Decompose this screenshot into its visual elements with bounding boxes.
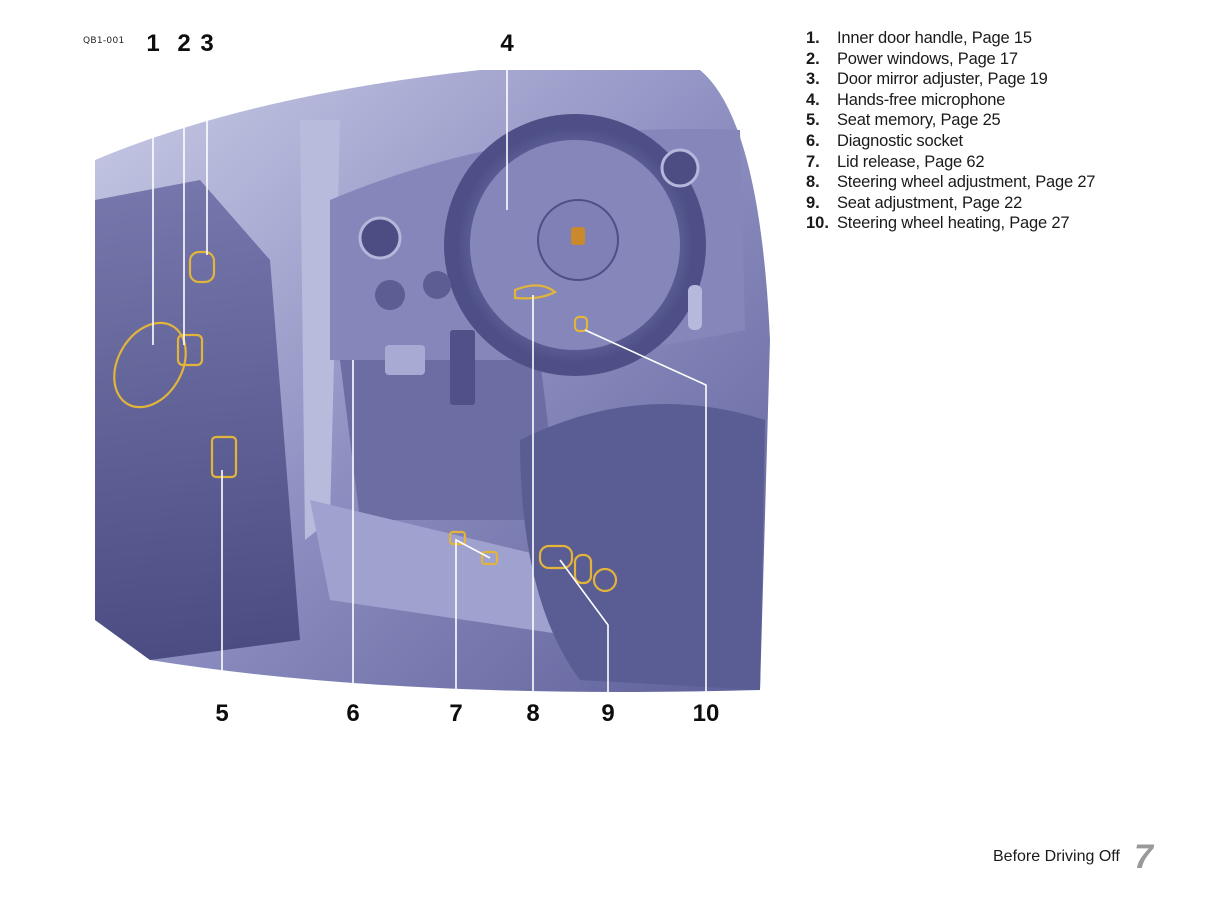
gear-lever <box>688 285 702 330</box>
callout-2: 2 <box>177 30 191 57</box>
legend-number: 1. <box>806 29 820 47</box>
callout-6: 6 <box>346 700 360 727</box>
legend-text: Diagnostic socket <box>837 131 963 150</box>
legend-item: 10. Steering wheel heating, Page 27 <box>806 213 1095 234</box>
steering-adjust-highlight <box>513 284 557 300</box>
page-number: 7 <box>1134 838 1153 876</box>
lid-release-highlight-a <box>448 530 467 546</box>
figure-code: QB1-001 <box>83 36 125 46</box>
legend-number: 4. <box>806 90 820 109</box>
light-switch <box>375 280 405 310</box>
legend-text: Hands-free microphone <box>837 90 1006 109</box>
legend-item: 2. Power windows, Page 17 <box>806 49 1095 70</box>
legend-number: 8. <box>806 173 820 192</box>
legend-number: 3. <box>806 70 820 89</box>
brake-pedal <box>385 345 425 375</box>
air-vent-left <box>358 216 402 260</box>
air-vent-right <box>660 148 700 188</box>
door-panel <box>95 180 300 660</box>
seat <box>520 404 765 690</box>
legend-item: 7. Lid release, Page 62 <box>806 152 1095 173</box>
porsche-crest-icon <box>571 227 585 245</box>
legend-number: 5. <box>806 111 820 130</box>
seat-adjust-highlight-c <box>592 567 618 593</box>
legend-item: 3. Door mirror adjuster, Page 19 <box>806 69 1095 90</box>
legend-text: Steering wheel heating, Page 27 <box>837 214 1070 233</box>
wheel-heating-highlight <box>573 315 589 333</box>
legend-text: Steering wheel adjustment, Page 27 <box>837 173 1096 192</box>
legend-item: 9. Seat adjustment, Page 22 <box>806 193 1095 214</box>
callout-7: 7 <box>449 700 463 727</box>
legend-item: 8. Steering wheel adjustment, Page 27 <box>806 172 1095 193</box>
legend-number: 9. <box>806 193 820 212</box>
callout-9: 9 <box>601 700 615 727</box>
callout-8: 8 <box>526 700 540 727</box>
power-windows-highlight <box>176 333 204 367</box>
door-sill <box>310 500 600 640</box>
leader-7 <box>455 538 491 700</box>
seat-adjust-highlight-b <box>573 553 593 585</box>
legend-item: 4. Hands-free microphone <box>806 90 1095 111</box>
leader-9 <box>559 559 609 700</box>
legend-list: 1. Inner door handle, Page 15 2. Power win… <box>806 28 1095 234</box>
seat-memory-highlight <box>210 435 238 479</box>
callout-1: 1 <box>146 30 160 57</box>
legend-item: 1. Inner door handle, Page 15 <box>806 28 1095 49</box>
legend-number: 7. <box>806 152 820 171</box>
legend-item: 6. Diagnostic socket <box>806 131 1095 152</box>
callout-3: 3 <box>200 30 214 57</box>
inner-door-handle-highlight <box>113 321 187 409</box>
legend-text: Seat memory, Page 25 <box>837 111 1001 130</box>
legend-item: 5. Seat memory, Page 25 <box>806 110 1095 131</box>
floor <box>340 360 560 520</box>
legend-number: 6. <box>806 131 820 150</box>
lid-release-highlight-b <box>480 550 499 566</box>
section-title: Before Driving Off <box>993 848 1120 865</box>
leader-10 <box>584 329 707 700</box>
callout-10: 10 <box>692 700 720 727</box>
mirror-adjuster-highlight <box>188 250 216 284</box>
callout-5: 5 <box>215 700 229 727</box>
legend-text: Lid release, Page 62 <box>837 152 985 171</box>
legend-text: Power windows, Page 17 <box>837 49 1018 68</box>
legend-text: Inner door handle, Page 15 <box>837 29 1032 47</box>
callout-4: 4 <box>500 30 514 57</box>
legend-number: 2. <box>806 49 820 68</box>
legend-text: Seat adjustment, Page 22 <box>837 193 1023 212</box>
ignition <box>423 271 451 299</box>
steering-wheel <box>444 114 706 376</box>
seat-adjust-highlight-a <box>538 544 574 570</box>
legend-text: Door mirror adjuster, Page 19 <box>837 70 1048 89</box>
legend-number: 10. <box>806 214 829 233</box>
accelerator-pedal <box>450 330 475 405</box>
